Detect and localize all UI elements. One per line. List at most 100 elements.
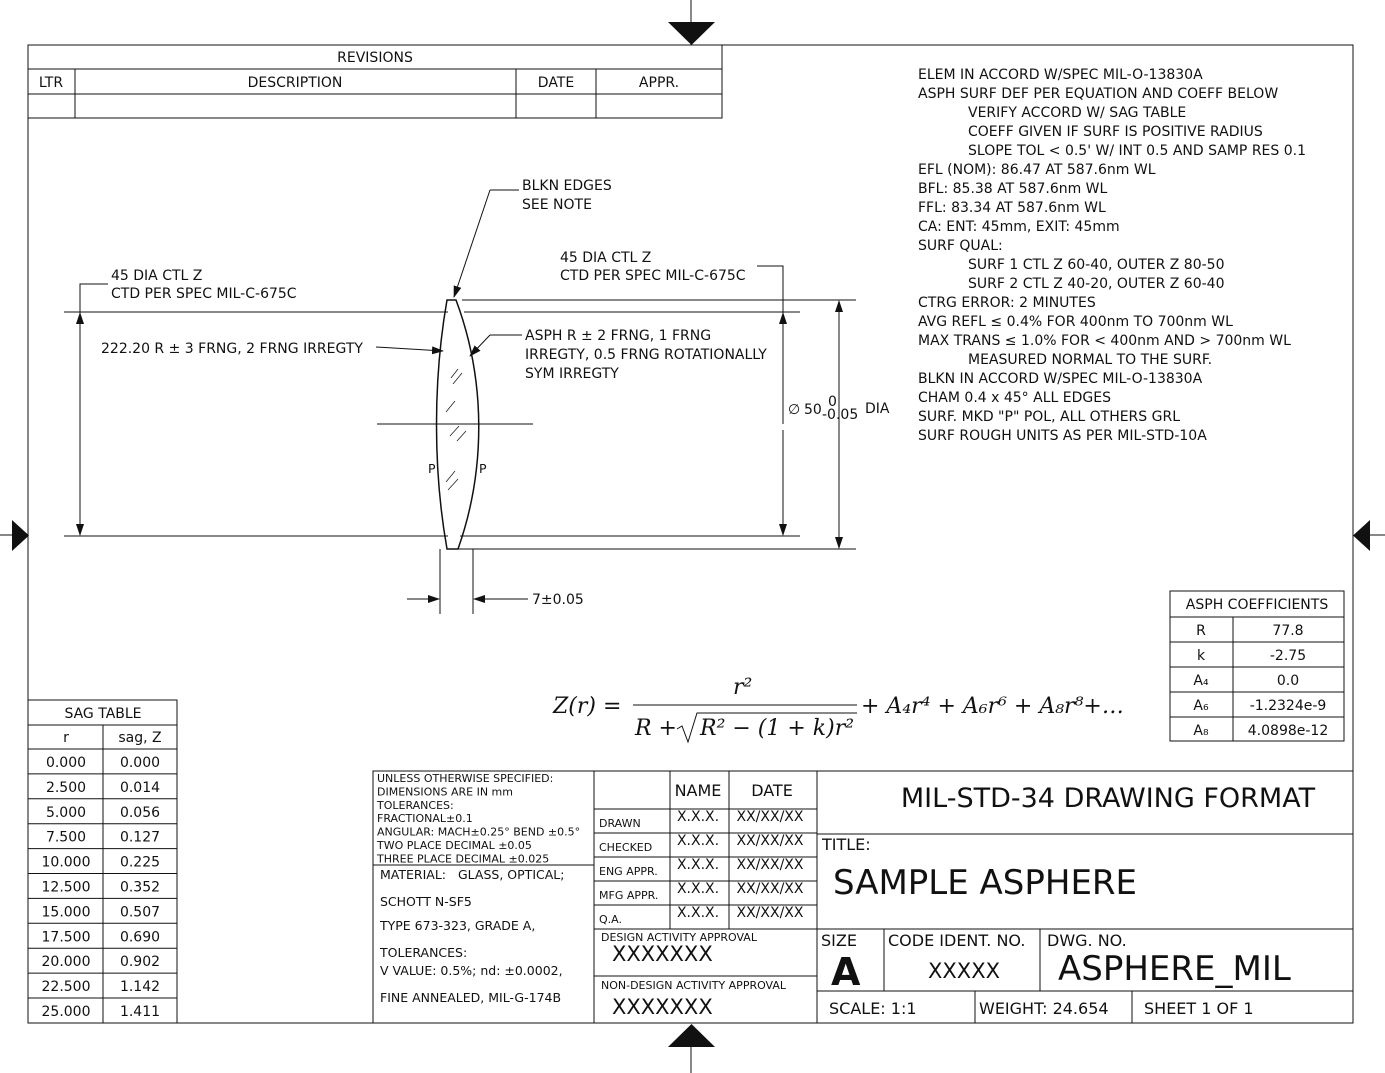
sag-cell-r: 2.500	[46, 780, 86, 796]
coeff-name: A₆	[1193, 698, 1209, 714]
code-ident-value: XXXXX	[928, 959, 1000, 983]
note-line: SLOPE TOL < 0.5' W/ INT 0.5 AND SAMP RES…	[968, 143, 1306, 159]
diameter-dimension: ∅ 50 0 -0.05 DIA	[788, 394, 890, 423]
revisions-block: REVISIONS LTR DESCRIPTION DATE APPR.	[27, 44, 723, 119]
coeff-name: A₈	[1193, 723, 1209, 739]
asph-callout-line3: SYM IRREGTY	[525, 366, 619, 382]
tolerance-line: UNLESS OTHERWISE SPECIFIED:	[377, 772, 553, 785]
sheet-number: SHEET 1 OF 1	[1144, 999, 1254, 1018]
material-line1: GLASS, OPTICAL;	[458, 867, 564, 882]
asphere-equation: Z(r) = r² R + R² − (1 + k)r² + A₄r⁴ + A₆…	[552, 675, 1124, 744]
sag-header-z: sag, Z	[118, 730, 161, 746]
note-line: COEFF GIVEN IF SURF IS POSITIVE RADIUS	[968, 124, 1263, 140]
approval-name: X.X.X.	[677, 833, 719, 849]
approval-name: X.X.X.	[677, 809, 719, 825]
sag-cell-z: 1.411	[120, 1004, 160, 1020]
rev-header-ltr: LTR	[39, 75, 63, 91]
weight: WEIGHT: 24.654	[979, 999, 1109, 1018]
sag-cell-z: 0.352	[120, 880, 160, 896]
note-line: CA: ENT: 45mm, EXIT: 45mm	[918, 219, 1120, 235]
approval-role: DRAWN	[599, 817, 641, 830]
surface-mark-p-right: P	[479, 461, 487, 476]
sheet-border	[27, 44, 1354, 1024]
scale: SCALE: 1:1	[829, 999, 917, 1018]
note-line: BLKN IN ACCORD W/SPEC MIL-O-13830A	[918, 371, 1203, 387]
nondesign-approval-label: NON-DESIGN ACTIVITY APPROVAL	[601, 979, 787, 992]
material-line4: TOLERANCES:	[379, 945, 467, 960]
appr-name-header: NAME	[675, 781, 722, 800]
rev-header-date: DATE	[538, 75, 574, 91]
sag-cell-z: 0.000	[120, 755, 160, 771]
note-line: AVG REFL ≤ 0.4% FOR 400nm TO 700nm WL	[918, 314, 1233, 330]
equation-denominator-r: R +	[634, 716, 677, 741]
approval-name: X.X.X.	[677, 881, 719, 897]
approval-name: X.X.X.	[677, 857, 719, 873]
approval-name: X.X.X.	[677, 905, 719, 921]
dia-value: 50	[804, 402, 822, 418]
sag-cell-z: 0.014	[120, 780, 160, 796]
nondesign-approval-value: XXXXXXX	[612, 995, 713, 1019]
coeff-value: 0.0	[1277, 673, 1299, 689]
approval-role: Q.A.	[599, 913, 622, 926]
left-center-mark	[12, 520, 29, 551]
equation-polynomial: + A₄r⁴ + A₆r⁶ + A₈r⁸+…	[861, 694, 1124, 719]
coeff-value: 77.8	[1272, 623, 1303, 639]
note-line: MAX TRANS ≤ 1.0% FOR < 400nm AND > 700nm…	[918, 333, 1291, 349]
sag-cell-z: 1.142	[120, 979, 160, 995]
rev-header-description: DESCRIPTION	[248, 75, 343, 91]
sag-header-r: r	[63, 730, 69, 746]
note-line: BFL: 85.38 AT 587.6nm WL	[918, 181, 1108, 197]
coeff-name: A₄	[1193, 673, 1209, 689]
approval-role: MFG APPR.	[599, 889, 658, 902]
material-line3: TYPE 673-323, GRADE A,	[379, 918, 535, 933]
sag-cell-z: 0.127	[120, 830, 160, 846]
note-line: CHAM 0.4 x 45° ALL EDGES	[918, 390, 1111, 406]
material-block: MATERIAL: GLASS, OPTICAL; SCHOTT N-SF5 T…	[379, 867, 564, 1005]
right-center-mark	[1353, 520, 1370, 551]
note-line: SURF 2 CTL Z 40-20, OUTER Z 60-40	[968, 276, 1224, 292]
dwg-no-value: ASPHERE_MIL	[1058, 949, 1291, 989]
tolerance-line: TWO PLACE DECIMAL ±0.05	[376, 839, 532, 852]
approval-date: XX/XX/XX	[737, 857, 804, 873]
sag-cell-z: 0.690	[120, 929, 160, 945]
sag-cell-r: 22.500	[42, 979, 91, 995]
material-line5: V VALUE: 0.5%; nd: ±0.0002,	[380, 963, 563, 978]
note-line: MEASURED NORMAL TO THE SURF.	[968, 352, 1212, 368]
rev-header-appr: APPR.	[639, 75, 679, 91]
asph-callout-line2: IRREGTY, 0.5 FRNG ROTATIONALLY	[525, 347, 767, 363]
right-ca-callout-line2: CTD PER SPEC MIL-C-675C	[560, 268, 746, 284]
blkn-callout-line1: BLKN EDGES	[522, 178, 612, 194]
dia-tol-upper: 0	[828, 394, 837, 410]
approval-role: ENG APPR.	[599, 865, 658, 878]
approval-role: CHECKED	[599, 841, 652, 854]
sag-cell-r: 5.000	[46, 805, 86, 821]
sag-cell-z: 0.225	[120, 855, 160, 871]
drawing-title: SAMPLE ASPHERE	[833, 863, 1137, 903]
sag-title: SAG TABLE	[64, 706, 141, 722]
title-label: TITLE:	[821, 835, 871, 854]
dia-tol-lower: -0.05	[822, 407, 858, 423]
sag-cell-r: 7.500	[46, 830, 86, 846]
tolerance-line: DIMENSIONS ARE IN mm	[377, 785, 513, 798]
sag-cell-r: 20.000	[42, 954, 91, 970]
note-line: SURF QUAL:	[918, 238, 1003, 254]
sag-cell-z: 0.507	[120, 904, 160, 920]
sag-cell-r: 25.000	[42, 1004, 91, 1020]
equation-lhs: Z(r) =	[552, 694, 621, 719]
left-ca-callout-line1: 45 DIA CTL Z	[111, 268, 202, 284]
equation-sqrt	[676, 712, 857, 744]
sag-cell-r: 12.500	[42, 880, 91, 896]
note-line: SURF ROUGH UNITS AS PER MIL-STD-10A	[918, 428, 1207, 444]
tolerance-line: TOLERANCES:	[376, 799, 454, 812]
note-line: CTRG ERROR: 2 MINUTES	[918, 295, 1096, 311]
size-label: SIZE	[821, 931, 857, 950]
note-line: FFL: 83.34 AT 587.6nm WL	[918, 200, 1106, 216]
tolerance-line: ANGULAR: MACH±0.25° BEND ±0.5°	[377, 826, 580, 839]
tolerance-line: THREE PLACE DECIMAL ±0.025	[376, 852, 549, 865]
coeff-title: ASPH COEFFICIENTS	[1186, 597, 1329, 613]
equation-root-body: R² − (1 + k)r²	[699, 716, 854, 741]
